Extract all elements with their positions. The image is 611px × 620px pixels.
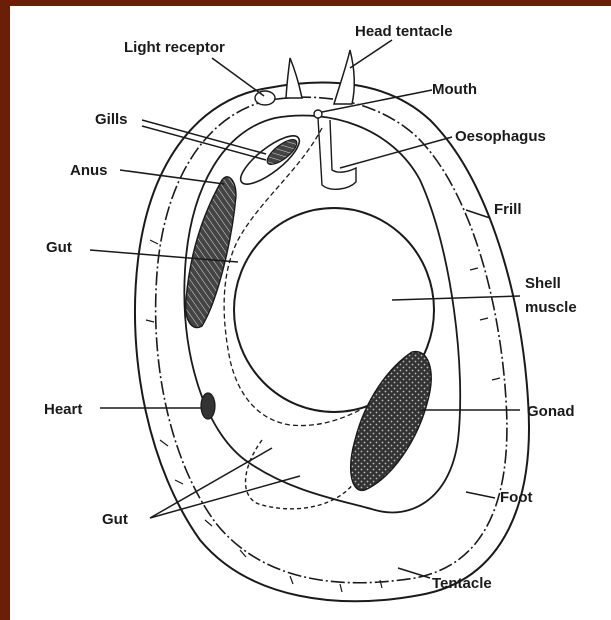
oesophagus [318, 118, 356, 189]
lower-gut-loop [246, 440, 357, 509]
light-receptor [255, 91, 275, 105]
label-shell-muscle-line1: Shell [525, 275, 561, 292]
mouth [314, 110, 322, 118]
head-tentacle-right [334, 50, 354, 104]
heart [201, 393, 215, 419]
label-gonad: Gonad [527, 403, 575, 420]
label-foot: Foot [500, 489, 532, 506]
anus-hatched [186, 177, 236, 328]
label-mouth: Mouth [432, 81, 477, 98]
label-head-tentacle: Head tentacle [355, 23, 453, 40]
head-tentacle-left [286, 58, 302, 98]
label-gut-upper: Gut [46, 239, 72, 256]
label-oesophagus: Oesophagus [455, 128, 546, 145]
label-tentacle: Tentacle [432, 575, 492, 592]
label-heart: Heart [44, 401, 82, 418]
label-gut-lower: Gut [102, 511, 128, 528]
label-anus: Anus [70, 162, 108, 179]
label-shell-muscle-line2: muscle [525, 299, 577, 316]
label-gills: Gills [95, 111, 128, 128]
label-light-receptor: Light receptor [124, 39, 225, 56]
label-frill: Frill [494, 201, 522, 218]
